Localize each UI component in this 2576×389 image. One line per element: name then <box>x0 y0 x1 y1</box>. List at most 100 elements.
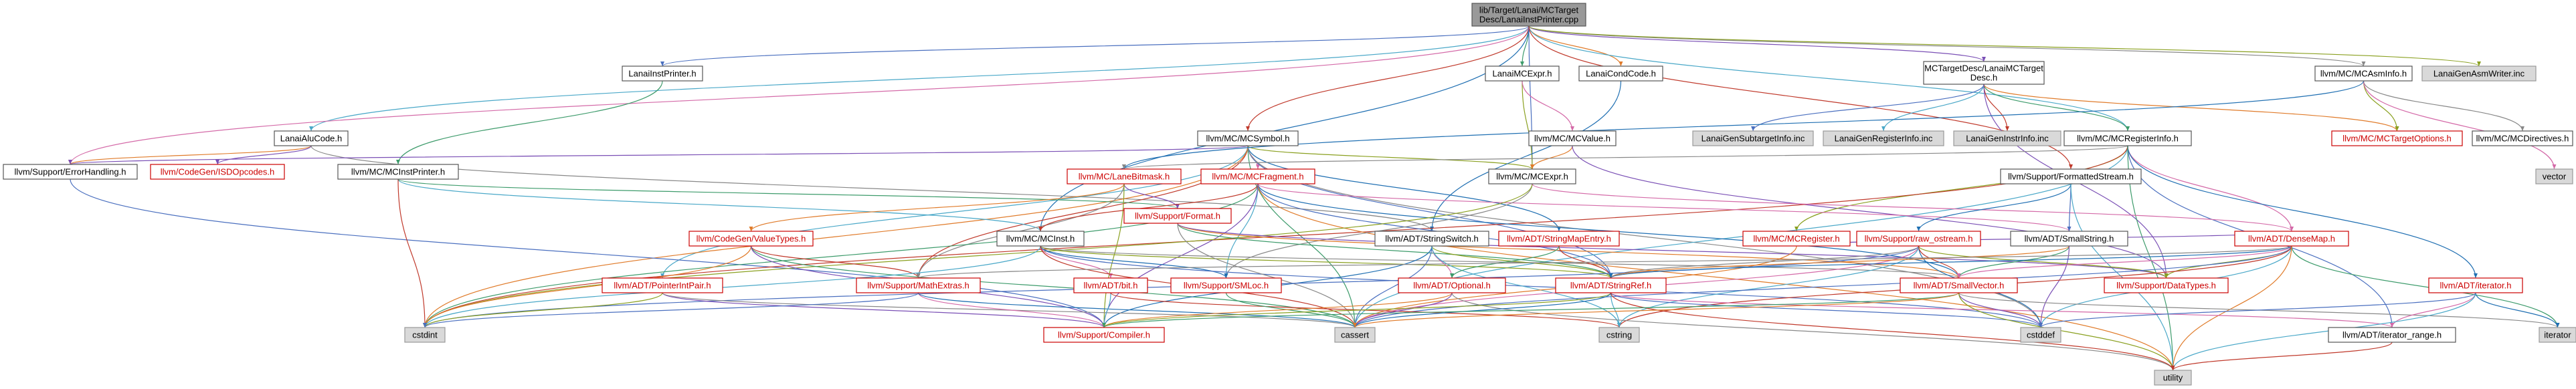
graph-node-Optional[interactable]: llvm/ADT/Optional.h <box>1398 277 1506 293</box>
graph-node-stditerator[interactable]: iterator <box>2539 327 2576 343</box>
node-label: llvm/ADT/PointerIntPair.h <box>614 281 711 291</box>
edge-rawostream-to-cstring <box>1617 245 1920 328</box>
graph-node-ValueTypes[interactable]: llvm/CodeGen/ValueTypes.h <box>688 231 814 247</box>
graph-node-MCInstPrinter[interactable]: llvm/MC/MCInstPrinter.h <box>337 164 459 180</box>
node-box <box>1923 61 2045 85</box>
graph-node-StringMapEntry[interactable]: llvm/ADT/StringMapEntry.h <box>1498 231 1620 247</box>
edge-MCAsmInfo-to-MCDirectives <box>2363 80 2524 132</box>
graph-node-MCRegisterInfo[interactable]: llvm/MC/MCRegisterInfo.h <box>2063 130 2192 146</box>
graph-node-MCValue[interactable]: llvm/MC/MCValue.h <box>1528 130 1617 146</box>
node-box <box>1498 231 1620 247</box>
edge-SmallVector-to-utility <box>1958 292 2175 371</box>
edge-MCTargetDesc-to-LanaiGenRegisterInfo <box>1881 84 1985 132</box>
graph-node-rawostream[interactable]: llvm/Support/raw_ostream.h <box>1856 231 1981 247</box>
graph-node-bit[interactable]: llvm/ADT/bit.h <box>1073 277 1148 293</box>
node-box <box>2314 66 2413 82</box>
node-box <box>3 164 138 180</box>
edge-StringSwitch-to-cstring <box>1431 245 1621 328</box>
graph-node-utility[interactable]: utility <box>2154 370 2192 386</box>
graph-node-LanaiInstPrinter[interactable]: LanaiInstPrinter.h <box>622 66 703 82</box>
node-label: llvm/ADT/SmallString.h <box>2025 234 2114 244</box>
graph-node-Compiler[interactable]: llvm/Support/Compiler.h <box>1043 327 1165 343</box>
node-label: llvm/Support/Compiler.h <box>1058 330 1150 340</box>
edge-MCInstPrinter-to-MCInst <box>397 178 1042 232</box>
node-box <box>1170 277 1282 293</box>
graph-node-SupportFormat[interactable]: llvm/Support/Format.h <box>1123 208 1232 224</box>
node-label: llvm/Support/Format.h <box>1135 211 1220 221</box>
node-label: LanaiMCExpr.h <box>1493 69 1552 79</box>
graph-node-SMLoc[interactable]: llvm/Support/SMLoc.h <box>1170 277 1282 293</box>
edge-MCExpr-to-cstdint <box>423 183 1533 328</box>
node-box <box>1200 168 1315 184</box>
graph-node-LanaiCondCode[interactable]: LanaiCondCode.h <box>1578 66 1663 82</box>
graph-node-MCRegister[interactable]: llvm/MC/MCRegister.h <box>1742 231 1851 247</box>
graph-node-MCAsmInfo[interactable]: llvm/MC/MCAsmInfo.h <box>2314 66 2413 82</box>
graph-node-cassert[interactable]: cassert <box>1334 327 1376 343</box>
node-box <box>337 164 459 180</box>
edge-MathExtras-to-cstdint <box>423 292 919 328</box>
node-box <box>688 231 814 247</box>
graph-node-FormattedStream[interactable]: llvm/Support/FormattedStream.h <box>2000 168 2142 184</box>
graph-node-SmallString[interactable]: llvm/ADT/SmallString.h <box>2010 231 2128 247</box>
edge-MCSymbol-to-ErrorHandling <box>68 145 1249 165</box>
graph-node-StringSwitch[interactable]: llvm/ADT/StringSwitch.h <box>1374 231 1489 247</box>
edge-root-to-LanaiGenAsmWriter <box>1528 25 2481 67</box>
graph-node-MathExtras[interactable]: llvm/Support/MathExtras.h <box>856 277 981 293</box>
graph-node-vector[interactable]: vector <box>2535 168 2573 184</box>
node-label: LanaiInstPrinter.h <box>628 69 696 79</box>
node-label: llvm/ADT/bit.h <box>1084 281 1138 291</box>
node-box <box>1123 208 1232 224</box>
graph-node-iteratorrange[interactable]: llvm/ADT/iterator_range.h <box>2328 327 2456 343</box>
node-box <box>1197 130 1299 146</box>
graph-node-ErrorHandling[interactable]: llvm/Support/ErrorHandling.h <box>3 164 138 180</box>
graph-node-MCLaneBitmask[interactable]: llvm/MC/LaneBitmask.h <box>1067 168 1182 184</box>
edge-SupportFormat-to-StringRef <box>1177 223 1613 279</box>
edge-PointerIntPair-to-cstdint <box>423 292 663 328</box>
graph-node-DataTypes[interactable]: llvm/Support/DataTypes.h <box>2104 277 2229 293</box>
edge-FormattedStream-to-utility <box>2070 183 2175 371</box>
edge-SmallString-to-SmallVector <box>1956 245 2070 279</box>
node-box <box>1823 130 1944 146</box>
edge-MCSymbol-to-cstdint <box>423 145 1249 328</box>
node-label: llvm/MC/MCSymbol.h <box>1206 134 1290 144</box>
node-box <box>404 327 446 343</box>
graph-node-cstring[interactable]: cstring <box>1598 327 1640 343</box>
graph-node-LanaiGenSubtargetInfo[interactable]: LanaiGenSubtargetInfo.inc <box>1692 130 1814 146</box>
node-label: utility <box>2163 373 2183 383</box>
graph-node-MCFragment[interactable]: llvm/MC/MCFragment.h <box>1200 168 1315 184</box>
graph-node-LanaiGenRegisterInfo[interactable]: LanaiGenRegisterInfo.inc <box>1823 130 1944 146</box>
graph-node-PointerIntPair[interactable]: llvm/ADT/PointerIntPair.h <box>602 277 723 293</box>
edge-MCInst-to-SMLoc <box>1040 245 1228 279</box>
edge-LanaiAluCode-to-ErrorHandling <box>68 145 312 165</box>
graph-node-MCSymbol[interactable]: llvm/MC/MCSymbol.h <box>1197 130 1299 146</box>
graph-node-MCDirectives[interactable]: llvm/MC/MCDirectives.h <box>2472 130 2573 146</box>
node-label: llvm/MC/MCDirectives.h <box>2476 134 2569 144</box>
graph-node-cstdint[interactable]: cstdint <box>404 327 446 343</box>
edge-LanaiAluCode-to-StringSwitch <box>310 145 1434 232</box>
graph-node-MCTargetOptions[interactable]: llvm/MC/MCTargetOptions.h <box>2331 130 2463 146</box>
node-label: LanaiGenAsmWriter.inc <box>2433 69 2525 79</box>
graph-node-ADTIterator[interactable]: llvm/ADT/iterator.h <box>2428 277 2523 293</box>
graph-node-MCInst[interactable]: llvm/MC/MCInst.h <box>996 231 1085 247</box>
node-label: lib/Target/Lanai/MCTarget <box>1479 5 1579 15</box>
node-label: llvm/MC/MCAsmInfo.h <box>2320 69 2407 79</box>
graph-node-LanaiGenInstrInfo[interactable]: LanaiGenInstrInfo.inc <box>1953 130 2061 146</box>
edge-DenseMap-to-utility <box>2171 245 2292 371</box>
graph-node-DenseMap[interactable]: llvm/ADT/DenseMap.h <box>2234 231 2349 247</box>
edge-MCLaneBitmask-to-ValueTypes <box>749 183 1125 232</box>
graph-node-LanaiMCExpr[interactable]: LanaiMCExpr.h <box>1485 66 1560 82</box>
edge-LanaiAluCode-to-ISDOpcodes <box>215 145 312 165</box>
graph-node-LanaiAluCode[interactable]: LanaiAluCode.h <box>274 130 349 146</box>
edge-MCAsmInfo-to-vector <box>2363 80 2557 170</box>
node-box <box>602 277 723 293</box>
graph-node-LanaiGenAsmWriter[interactable]: LanaiGenAsmWriter.inc <box>2421 66 2537 82</box>
graph-node-SmallVector[interactable]: llvm/ADT/SmallVector.h <box>1900 277 2018 293</box>
graph-node-cstddef[interactable]: cstddef <box>2020 327 2061 343</box>
graph-node-StringRef[interactable]: llvm/ADT/StringRef.h <box>1555 277 1667 293</box>
edge-StringSwitch-to-StringRef <box>1431 245 1613 279</box>
graph-node-MCExpr[interactable]: llvm/MC/MCExpr.h <box>1488 168 1576 184</box>
node-box <box>996 231 1085 247</box>
graph-node-ISDOpcodes[interactable]: llvm/CodeGen/ISDOpcodes.h <box>150 164 285 180</box>
graph-node-root[interactable]: lib/Target/Lanai/MCTargetDesc/LanaiInstP… <box>1471 3 1586 27</box>
